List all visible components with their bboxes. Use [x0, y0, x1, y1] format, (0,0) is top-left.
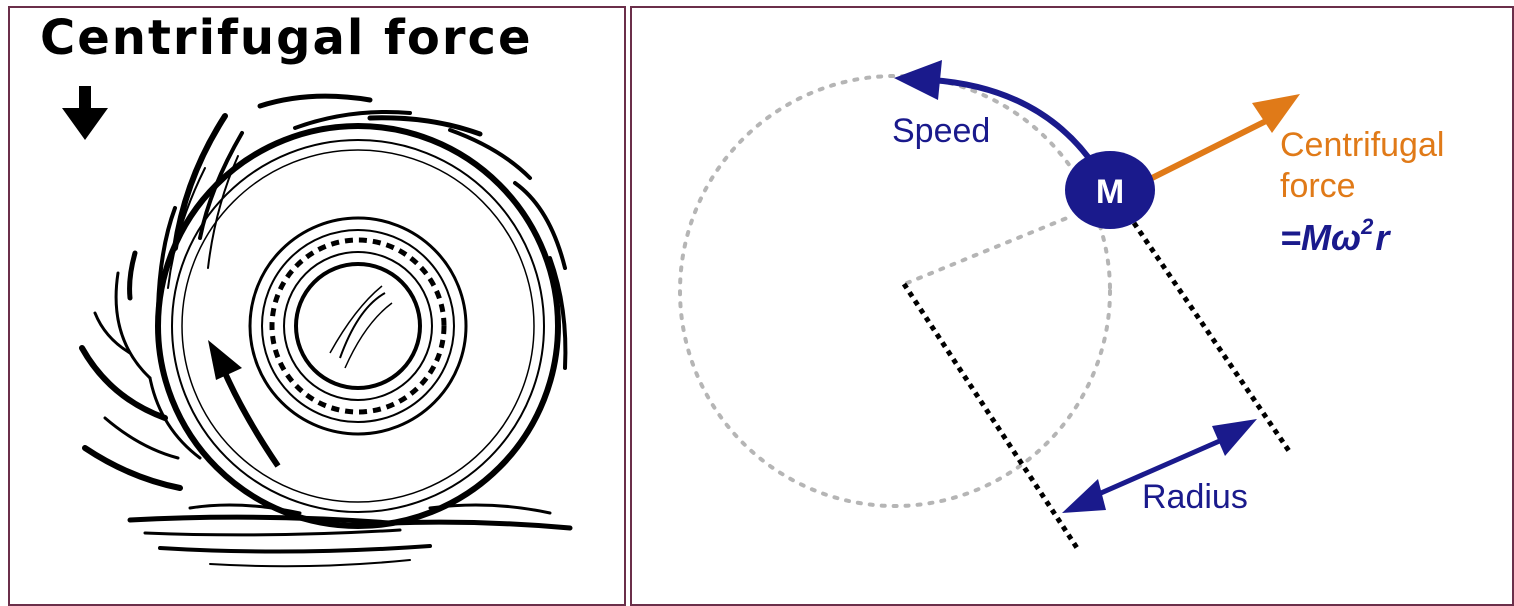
left-panel: Centrifugal force [8, 6, 626, 606]
formula-prefix: = [1280, 217, 1301, 258]
formula: =Mω2r [1280, 214, 1391, 258]
wheel-illustration [10, 8, 626, 606]
formula-exponent: 2 [1360, 214, 1374, 239]
force-label-line1: Centrifugal [1280, 126, 1444, 164]
ground [130, 505, 570, 566]
formula-omega: ω [1331, 217, 1361, 258]
speed-label: Speed [892, 112, 990, 150]
measure-line-left [904, 284, 1079, 551]
formula-radius: r [1375, 217, 1391, 258]
right-panel: M Speed Centrifugal force =Mω2r Radius [630, 6, 1514, 606]
centrifugal-diagram: M Speed Centrifugal force =Mω2r Radius [632, 8, 1514, 606]
down-arrow-icon [62, 86, 108, 140]
wheel-icon [158, 126, 558, 526]
formula-mass: M [1301, 217, 1332, 258]
force-arrow-icon [1132, 94, 1300, 188]
radius-label: Radius [1142, 478, 1248, 516]
mass-label: M [1096, 173, 1124, 211]
measure-line-right [1134, 223, 1289, 451]
radius-line [907, 218, 1067, 283]
force-label-line2: force [1280, 167, 1356, 205]
